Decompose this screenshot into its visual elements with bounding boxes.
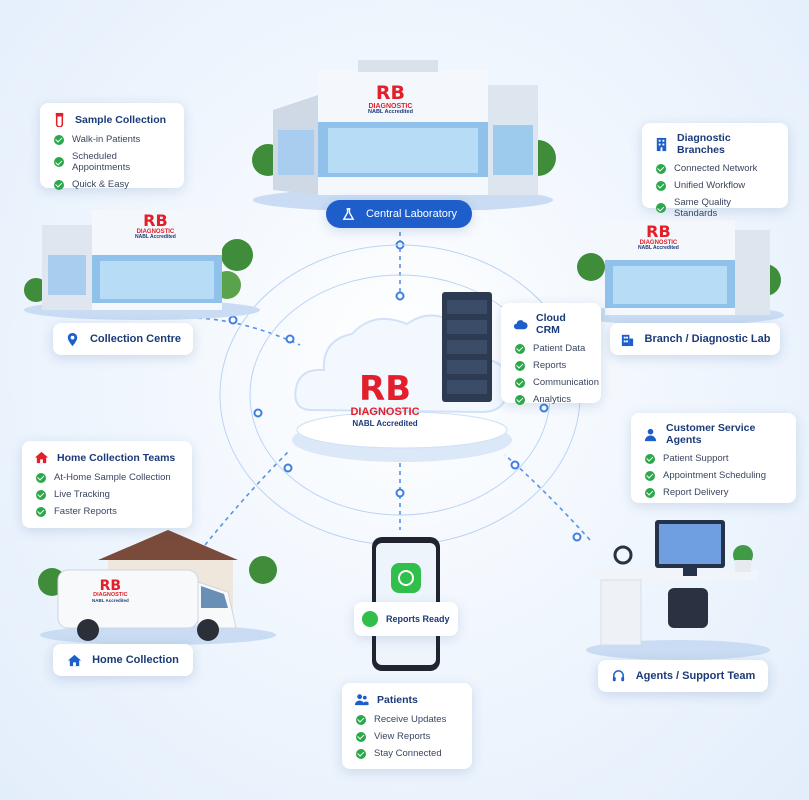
list-item: Receive Updates xyxy=(356,714,460,725)
sample-tube-icon xyxy=(55,112,64,127)
check-icon xyxy=(656,163,666,174)
list-item: View Reports xyxy=(356,731,460,742)
check-icon xyxy=(356,714,366,725)
list-item: Reports xyxy=(515,360,589,371)
check-icon xyxy=(54,134,64,145)
home-icon xyxy=(68,654,82,666)
user-support-icon xyxy=(644,428,657,441)
check-icon xyxy=(54,157,64,167)
cloud-platform xyxy=(292,292,512,462)
home-collection-teams-card: Home Collection Teams At-Home Sample Col… xyxy=(22,441,192,528)
central-laboratory-label[interactable]: Central Laboratory xyxy=(326,200,472,228)
home-collection-label[interactable]: Home Collection xyxy=(53,644,193,676)
patients-card: Patients Receive Updates View Reports St… xyxy=(342,683,472,769)
collection-centre-building xyxy=(24,210,260,320)
whatsapp-icon xyxy=(391,563,421,593)
building-icon xyxy=(621,334,633,346)
branch-lab-building xyxy=(576,220,784,325)
agents-support-label[interactable]: Agents / Support Team xyxy=(598,660,768,692)
list-item: Analytics xyxy=(515,394,589,405)
check-icon xyxy=(54,179,64,190)
cloud-crm-card: Cloud CRM Patient Data Reports Communica… xyxy=(501,303,601,405)
branch-lab-logo: RB DIAGNOSTIC NABL Accredited xyxy=(638,222,679,251)
list-item: Patient Support xyxy=(645,453,784,464)
sample-collection-card: Sample Collection Walk-in Patients Sched… xyxy=(40,103,184,190)
list-item: Live Tracking xyxy=(36,489,180,500)
check-icon xyxy=(36,472,46,483)
home-collection-van xyxy=(38,530,277,645)
list-item: Quick & Easy xyxy=(54,179,172,190)
list-item: Faster Reports xyxy=(36,506,180,517)
check-icon xyxy=(656,203,666,213)
check-icon xyxy=(645,487,655,498)
diagnostic-branches-card: Diagnostic Branches Connected Network Un… xyxy=(642,123,788,219)
list-item: Walk-in Patients xyxy=(54,134,172,145)
collection-centre-label[interactable]: Collection Centre xyxy=(53,323,193,355)
users-icon xyxy=(354,694,369,706)
check-icon xyxy=(656,180,666,191)
list-item: At-Home Sample Collection xyxy=(36,472,180,483)
check-icon xyxy=(645,470,655,481)
headset-icon xyxy=(612,669,624,681)
check-icon xyxy=(515,343,525,354)
list-item: Report Delivery xyxy=(645,487,784,498)
check-icon xyxy=(645,453,655,464)
flask-icon xyxy=(342,207,355,220)
list-item: Communication xyxy=(515,377,599,388)
van-logo: RB DIAGNOSTIC NABL Accredited xyxy=(92,578,129,603)
agent-desk xyxy=(586,520,770,660)
phone-icon xyxy=(362,611,378,627)
cloud-logo: RB DIAGNOSTIC NABL Accredited xyxy=(350,369,420,428)
cloud-icon xyxy=(513,319,528,329)
check-icon xyxy=(356,748,366,759)
list-item: Stay Connected xyxy=(356,748,460,759)
list-item: Scheduled Appointments xyxy=(54,151,172,173)
building-icon xyxy=(656,137,667,151)
customer-service-card: Customer Service Agents Patient Support … xyxy=(631,413,796,503)
central-laboratory-building xyxy=(252,60,556,210)
check-icon xyxy=(356,731,366,742)
list-item: Unified Workflow xyxy=(656,180,776,191)
check-icon xyxy=(36,506,46,517)
check-icon xyxy=(515,377,525,388)
check-icon xyxy=(36,489,46,500)
central-lab-logo: RB DIAGNOSTIC NABL Accredited xyxy=(368,82,413,115)
list-item: Connected Network xyxy=(656,163,776,174)
home-icon xyxy=(34,451,49,464)
location-pin-icon xyxy=(67,332,78,346)
list-item: Appointment Scheduling xyxy=(645,470,784,481)
list-item: Same Quality Standards xyxy=(656,197,776,219)
collection-centre-logo: RB DIAGNOSTIC NABL Accredited xyxy=(135,211,176,240)
reports-ready-notification: Reports Ready xyxy=(354,602,458,636)
check-icon xyxy=(515,360,525,371)
branch-lab-label[interactable]: Branch / Diagnostic Lab xyxy=(610,323,780,355)
list-item: Patient Data xyxy=(515,343,589,354)
check-icon xyxy=(515,394,525,405)
